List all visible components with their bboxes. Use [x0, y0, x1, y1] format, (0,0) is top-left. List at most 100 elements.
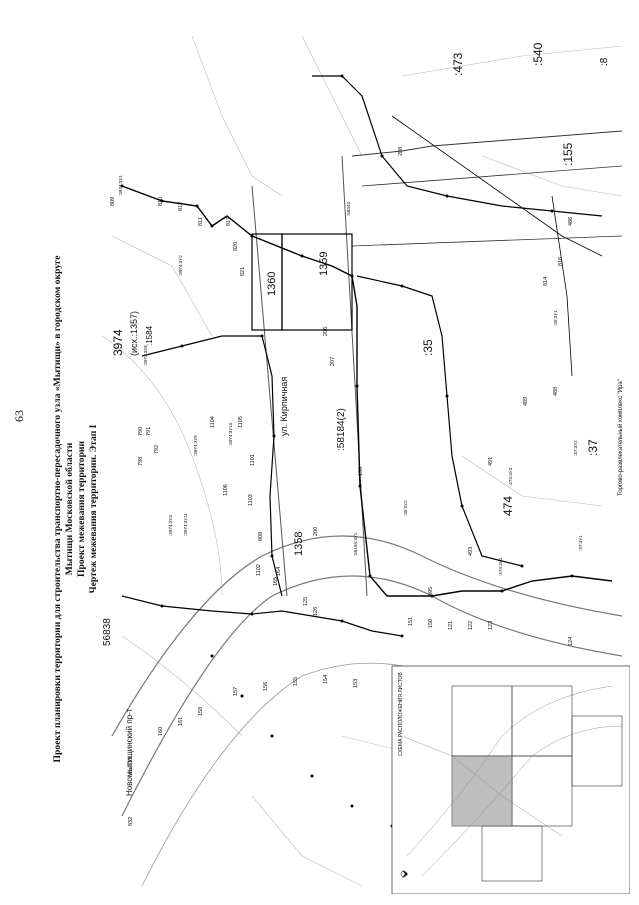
- svg-text:156: 156: [263, 682, 269, 691]
- label-1358: 1358: [293, 532, 305, 556]
- svg-text:153: 153: [353, 679, 359, 688]
- parcel-code-labels: :3974:3У1 :3974:3У2 :3974:3У3 :3974:3У5 …: [118, 175, 583, 776]
- svg-text::3974:3У6: :3974:3У6: [143, 345, 148, 366]
- label-155: :155: [561, 142, 575, 166]
- road-edge-2: [111, 535, 623, 737]
- svg-text:1103: 1103: [248, 494, 254, 506]
- svg-text:495: 495: [428, 587, 434, 596]
- svg-text:207: 207: [330, 357, 336, 366]
- title-block: Проект планировки территории для строите…: [52, 149, 100, 869]
- svg-text:124: 124: [568, 637, 574, 646]
- svg-text:798: 798: [138, 457, 144, 466]
- svg-text::474:3У1: :474:3У1: [498, 557, 503, 576]
- boundary-east: [356, 275, 523, 567]
- title-line-2: Мытищи Московской области: [64, 442, 75, 576]
- rail-line-1: [351, 130, 623, 157]
- label-473: :473: [451, 52, 465, 76]
- title-line-1: Проект планировки территории для строите…: [52, 255, 63, 763]
- svg-text:122: 122: [468, 621, 474, 630]
- svg-text::35:3У1: :35:3У1: [553, 310, 558, 326]
- inset-title: СХЕМА РАСПОЛОЖЕНИЯ ЛИСТОВ: [398, 672, 404, 756]
- svg-text:154: 154: [323, 675, 329, 684]
- rail-line-3: [351, 235, 623, 247]
- street-label-novomytishchinsky: Новомытищинский пр-т: [125, 708, 134, 796]
- svg-text::3974:3У2: :3974:3У2: [178, 255, 183, 276]
- svg-text:816: 816: [558, 257, 564, 266]
- svg-text:810: 810: [158, 197, 164, 206]
- svg-text:812: 812: [178, 202, 184, 211]
- svg-text:155: 155: [293, 677, 299, 686]
- svg-text::35:3У2: :35:3У2: [403, 500, 408, 516]
- parcel-1359-box: [281, 233, 353, 331]
- connector-line: [391, 115, 603, 257]
- svg-text:811: 811: [198, 217, 204, 226]
- svg-text::3У1: :3У1: [128, 766, 133, 776]
- svg-text::58343: :58343: [346, 202, 351, 216]
- svg-text:160: 160: [158, 727, 164, 736]
- svg-text:486: 486: [568, 217, 574, 226]
- svg-text:817: 817: [226, 217, 232, 226]
- rail-line-2: [361, 165, 623, 187]
- svg-text:1106: 1106: [223, 484, 229, 496]
- svg-text:123: 123: [488, 621, 494, 630]
- svg-text::3974:3У5: :3974:3У5: [193, 435, 198, 456]
- street-edge-2: [341, 155, 368, 597]
- svg-text:206: 206: [323, 327, 329, 336]
- svg-text:1101: 1101: [250, 454, 256, 466]
- base-map-lines: [102, 36, 623, 887]
- svg-text:833: 833: [128, 757, 134, 766]
- svg-text:200: 200: [313, 527, 319, 536]
- svg-text:814: 814: [543, 277, 549, 286]
- label-56838: 56838: [102, 618, 113, 646]
- svg-text::474:3У3: :474:3У3: [508, 467, 513, 486]
- label-474: 474: [501, 496, 515, 516]
- svg-text:808: 808: [258, 532, 264, 541]
- title-line-3: Проект межевания территории: [76, 441, 87, 577]
- svg-text::37:3У1: :37:3У1: [578, 535, 583, 551]
- svg-text:157: 157: [233, 687, 239, 696]
- svg-text:161: 161: [178, 717, 184, 726]
- svg-text:190: 190: [358, 467, 364, 476]
- svg-text:791: 791: [146, 427, 152, 436]
- svg-text:208: 208: [398, 147, 404, 156]
- svg-text:158: 158: [198, 707, 204, 716]
- label-35: :35: [421, 339, 435, 356]
- label-1584: :1584: [145, 325, 154, 346]
- label-37: :37: [586, 439, 600, 456]
- vertex-points: [120, 74, 574, 828]
- label-8: :8: [599, 57, 610, 66]
- cadastral-map: :540 :473 :8 :155 :35 :37 474 3974 (исх.…: [102, 36, 630, 894]
- svg-text::58184:3У1: :58184:3У1: [353, 532, 358, 556]
- svg-text:488: 488: [553, 387, 559, 396]
- svg-text:121: 121: [448, 621, 454, 630]
- svg-text:164: 164: [276, 567, 282, 576]
- sheet-layout-inset: СХЕМА РАСПОЛОЖЕНИЯ ЛИСТОВ: [391, 665, 630, 894]
- label-540: :540: [531, 42, 545, 66]
- point-number-labels: 790 791 792 798 1104 1105 1101 1102 1103…: [110, 147, 574, 826]
- svg-text:820: 820: [233, 242, 239, 251]
- svg-text::37:3У2: :37:3У2: [573, 440, 578, 456]
- svg-text:809: 809: [110, 197, 116, 206]
- svg-text:790: 790: [138, 427, 144, 436]
- connector-line-2: [551, 195, 573, 377]
- label-isx-1357: (исх.:1357): [129, 311, 139, 356]
- svg-text:125: 125: [303, 597, 309, 606]
- svg-text:165: 165: [273, 577, 279, 586]
- building-label-trade-center: Торгово-развлекательный комплекс "Ира": [617, 379, 624, 496]
- road-edge-1: [121, 575, 623, 817]
- svg-text:1102: 1102: [256, 564, 262, 576]
- svg-text:150: 150: [428, 619, 434, 628]
- svg-text::3974:3У11: :3974:3У11: [183, 513, 188, 536]
- svg-text:832: 832: [128, 817, 134, 826]
- label-58184-2: :58184(2): [336, 408, 347, 451]
- svg-text:1105: 1105: [238, 416, 244, 428]
- svg-text:491: 491: [488, 457, 494, 466]
- svg-text:792: 792: [154, 445, 160, 454]
- map-drawing: :540 :473 :8 :155 :35 :37 474 3974 (исх.…: [102, 36, 630, 894]
- svg-text::3974:3У1: :3974:3У1: [118, 175, 123, 196]
- svg-text:493: 493: [468, 547, 474, 556]
- north-arrow-icon: [400, 870, 408, 878]
- boundary-south: [121, 595, 403, 637]
- street-edge-1: [251, 185, 288, 597]
- label-3974: 3974: [111, 329, 125, 356]
